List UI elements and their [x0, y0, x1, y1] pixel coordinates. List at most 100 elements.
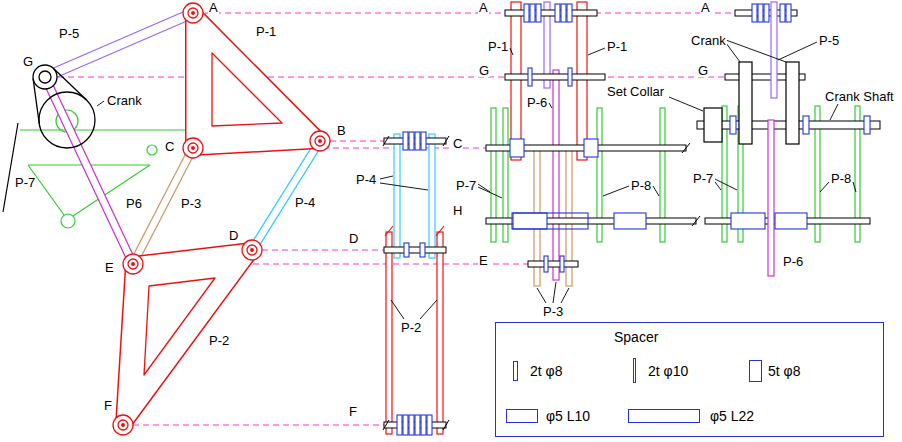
projection-line [58, 13, 735, 425]
spacer [415, 132, 420, 150]
spacer [536, 4, 541, 22]
leader-line [537, 288, 546, 303]
spacer [427, 415, 432, 435]
link-p5 [45, 13, 193, 77]
legend-swatch [633, 358, 636, 383]
part-label: P-6 [782, 255, 804, 268]
part-label: Crank [106, 94, 143, 107]
leader-line [778, 42, 817, 60]
leader-line [553, 282, 556, 303]
spacer [786, 4, 791, 22]
legend-label: 2t φ10 [648, 364, 688, 378]
section-p6 [553, 70, 559, 280]
part-label: C [452, 137, 463, 150]
part-label: P-1 [255, 25, 277, 38]
spacer [758, 4, 763, 22]
leader-line [603, 186, 629, 196]
leader-line [561, 288, 569, 303]
part-label: P-1 [606, 40, 628, 53]
leader-line [588, 48, 605, 55]
spacer [780, 4, 785, 22]
joint-pin [319, 140, 322, 143]
part-label: P-4 [294, 196, 316, 209]
shaft [383, 136, 449, 430]
frame-p7 [28, 165, 64, 215]
part-label: G [22, 55, 34, 68]
part-label: P-2 [208, 334, 230, 347]
link-p4 [252, 141, 320, 250]
section-p2 [437, 232, 443, 434]
joint-pin [122, 424, 125, 427]
spacer [584, 139, 598, 157]
triangle-link-p1 [212, 53, 282, 126]
part-label: P-7 [455, 179, 477, 192]
triangle-link-p1 [193, 13, 320, 148]
part-label: P-1 [487, 40, 509, 53]
joint-pin [315, 136, 325, 146]
spacer [409, 415, 414, 435]
shaft [383, 420, 389, 430]
spacer [510, 4, 646, 272]
part-label: P-6 [526, 96, 548, 109]
leader-line [820, 182, 829, 192]
spacer [421, 415, 426, 435]
leader-line [478, 187, 502, 198]
link-p4 [252, 141, 320, 250]
part-label: P-3 [542, 305, 564, 318]
spacer [614, 213, 646, 229]
leader-line [510, 48, 513, 55]
set-collar [704, 108, 722, 142]
leader-line [715, 182, 721, 190]
leader-line [97, 101, 104, 106]
legend-swatch [506, 409, 538, 423]
joint-pin [118, 420, 128, 430]
spacer [752, 4, 757, 22]
spacer [524, 4, 529, 22]
spacer [528, 68, 532, 86]
joint-pin [192, 147, 195, 150]
part-label: B [336, 124, 347, 137]
legend-swatch [628, 409, 700, 423]
link-p5 [45, 13, 193, 77]
box-heading: Spacer [614, 330, 658, 345]
leader-line [830, 104, 838, 120]
frame-p7 [147, 145, 157, 155]
legend-swatch [513, 361, 518, 381]
projection-line [133, 425, 388, 426]
leader-line [380, 176, 393, 179]
spacer [513, 213, 547, 229]
part-label: D [228, 229, 239, 242]
joint-pin [188, 8, 198, 18]
section-p5 [771, 2, 777, 98]
joint-pin [183, 3, 203, 23]
projection-line [58, 77, 725, 78]
spacer [731, 213, 765, 229]
link-p4 [252, 141, 320, 250]
section-p4 [394, 134, 400, 258]
shaft [692, 216, 700, 226]
part-label: P-5 [58, 27, 80, 40]
joint-pin [247, 245, 257, 255]
joint-pin [128, 259, 138, 269]
part-label: Crank [690, 34, 727, 47]
spacer [530, 4, 535, 22]
part-label: H [452, 204, 463, 217]
section-p6 [553, 70, 559, 280]
crank-symbol [33, 65, 95, 148]
leader-line [715, 179, 737, 190]
shaft [486, 10, 700, 267]
section-p1 [577, 2, 587, 160]
spacer [730, 116, 736, 134]
section-p2 [385, 226, 393, 236]
crank-symbol [39, 71, 51, 83]
spacer [420, 243, 425, 257]
section-p2 [386, 232, 392, 434]
spacer [864, 116, 870, 134]
crank-arm [786, 62, 799, 144]
legend-swatch [749, 360, 762, 382]
part-label: F [103, 399, 113, 412]
spacer [512, 213, 588, 229]
